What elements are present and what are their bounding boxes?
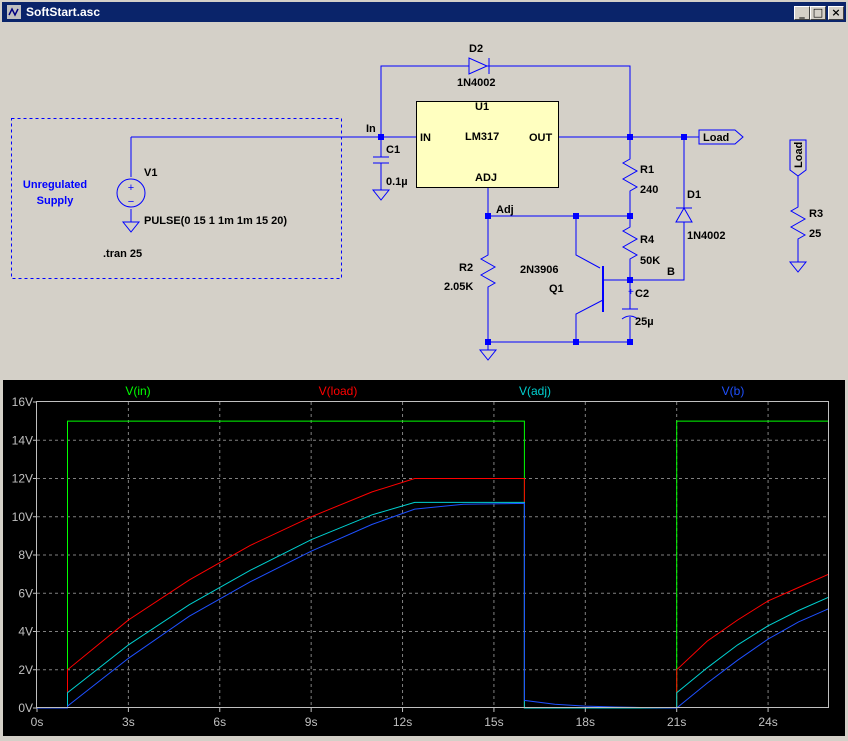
y-tick-label: 8V (18, 548, 33, 562)
r2-value: 2.05K (444, 281, 473, 293)
r4-value: 50K (640, 255, 660, 267)
ground-symbol-main (478, 349, 498, 361)
d2-value: 1N4002 (457, 77, 496, 89)
v1-name: V1 (144, 167, 157, 179)
r3-name: R3 (809, 208, 823, 220)
x-tick-label: 9s (305, 715, 318, 729)
net-label-in: In (366, 123, 376, 135)
minimize-button[interactable]: _ (794, 6, 810, 20)
x-tick-label: 21s (667, 715, 686, 729)
u1-name: U1 (475, 101, 489, 113)
v1-value: PULSE(0 15 1 1m 1m 15 20) (144, 215, 287, 227)
d1-symbol (675, 206, 693, 223)
r3-value: 25 (809, 228, 821, 240)
r3-symbol (789, 176, 807, 262)
waveform-viewer[interactable]: 0s 3s 6s 9s 12s 15s 18s 21s 24s 0V 2V 4V 6V 8V 10V 12V 1… (3, 380, 845, 736)
waveform-plot[interactable]: 0s 3s 6s 9s 12s 15s 18s 21s 24s 0V 2V 4V 6V 8V 10V 12V 1… (3, 380, 845, 736)
ground-symbol-r3 (788, 261, 808, 273)
r2-symbol (479, 216, 497, 342)
y-tick-label: 10V (12, 510, 33, 524)
trace-V-load (37, 478, 830, 709)
schematic-editor[interactable]: + − Unregulated Supply V1 PULSE(0 15 1 1… (3, 22, 845, 376)
close-icon: × (831, 6, 841, 19)
legend-item[interactable]: V(in) (125, 384, 150, 398)
r1-symbol (621, 137, 639, 216)
schematic-canvas[interactable]: + − Unregulated Supply V1 PULSE(0 15 1 1… (3, 22, 845, 376)
load-port-label: Load (703, 132, 729, 144)
x-tick-label: 12s (393, 715, 412, 729)
u1-pin-adj: ADJ (475, 172, 497, 184)
d1-value: 1N4002 (687, 230, 726, 242)
u1-part: LM317 (465, 131, 499, 143)
c1-name: C1 (386, 144, 400, 156)
c2-polarity: + (628, 287, 634, 298)
r1-name: R1 (640, 164, 654, 176)
y-tick-label: 6V (18, 586, 33, 600)
x-tick-label: 6s (213, 715, 226, 729)
q1-name: Q1 (549, 283, 564, 295)
r4-symbol (621, 216, 639, 280)
d2-symbol (468, 57, 489, 75)
window-title: SoftStart.asc (26, 5, 101, 19)
minimize-icon: _ (799, 6, 805, 19)
y-tick-label: 14V (12, 433, 33, 447)
supply-group-box (11, 118, 342, 279)
c1-symbol (373, 156, 389, 164)
d2-name: D2 (469, 43, 483, 55)
v1-source-symbol (116, 178, 146, 208)
ltspice-app-icon (7, 5, 21, 19)
maximize-button[interactable]: □ (810, 6, 826, 20)
r3-port-label: Load (793, 142, 805, 168)
x-tick-label: 18s (576, 715, 595, 729)
y-tick-label: 16V (12, 395, 33, 409)
trace-legend[interactable]: V(in) V(load) V(adj) V(b) (125, 384, 744, 398)
trace-V-adj (37, 501, 830, 709)
x-tick-label: 0s (31, 715, 44, 729)
trace-V-b (37, 502, 830, 709)
window-titlebar: SoftStart.asc _ □ × (2, 2, 846, 22)
axis-ticks: 0s 3s 6s 9s 12s 15s 18s 21s 24s 0V 2V 4V 6V 8V 10V 12V 1… (12, 395, 778, 729)
c2-name: C2 (635, 288, 649, 300)
y-tick-label: 4V (18, 625, 33, 639)
r2-name: R2 (459, 262, 473, 274)
net-label-adj: Adj (496, 204, 514, 216)
legend-item[interactable]: V(b) (722, 384, 745, 398)
r4-name: R4 (640, 234, 655, 246)
y-tick-label: 0V (18, 701, 33, 715)
u1-pin-out: OUT (529, 132, 553, 144)
close-button[interactable]: × (828, 6, 844, 20)
ground-symbol-c1 (371, 189, 391, 201)
tran-directive[interactable]: .tran 25 (103, 248, 142, 260)
maximize-icon: □ (812, 6, 824, 19)
d1-name: D1 (687, 189, 701, 201)
u1-pin-in: IN (420, 132, 431, 144)
supply-label-1: Unregulated (23, 179, 87, 191)
r1-value: 240 (640, 184, 658, 196)
c1-value: 0.1µ (386, 176, 408, 188)
x-tick-label: 24s (758, 715, 777, 729)
c2-value: 25µ (635, 316, 654, 328)
plot-frame (36, 401, 829, 708)
y-tick-label: 2V (18, 663, 33, 677)
svg-text:+: + (128, 182, 134, 194)
legend-item[interactable]: V(load) (319, 384, 358, 398)
ground-symbol-v1 (121, 221, 141, 233)
plot-grid (37, 402, 829, 708)
supply-label-2: Supply (37, 195, 75, 207)
legend-item[interactable]: V(adj) (519, 384, 551, 398)
q1-part: 2N3906 (520, 264, 559, 276)
x-tick-label: 3s (122, 715, 135, 729)
u1-body[interactable] (416, 101, 559, 188)
traces (37, 420, 830, 709)
load-port-symbol (698, 129, 744, 145)
net-label-b: B (667, 266, 675, 278)
x-tick-label: 15s (484, 715, 503, 729)
y-tick-label: 12V (12, 472, 33, 486)
svg-text:−: − (128, 196, 134, 208)
